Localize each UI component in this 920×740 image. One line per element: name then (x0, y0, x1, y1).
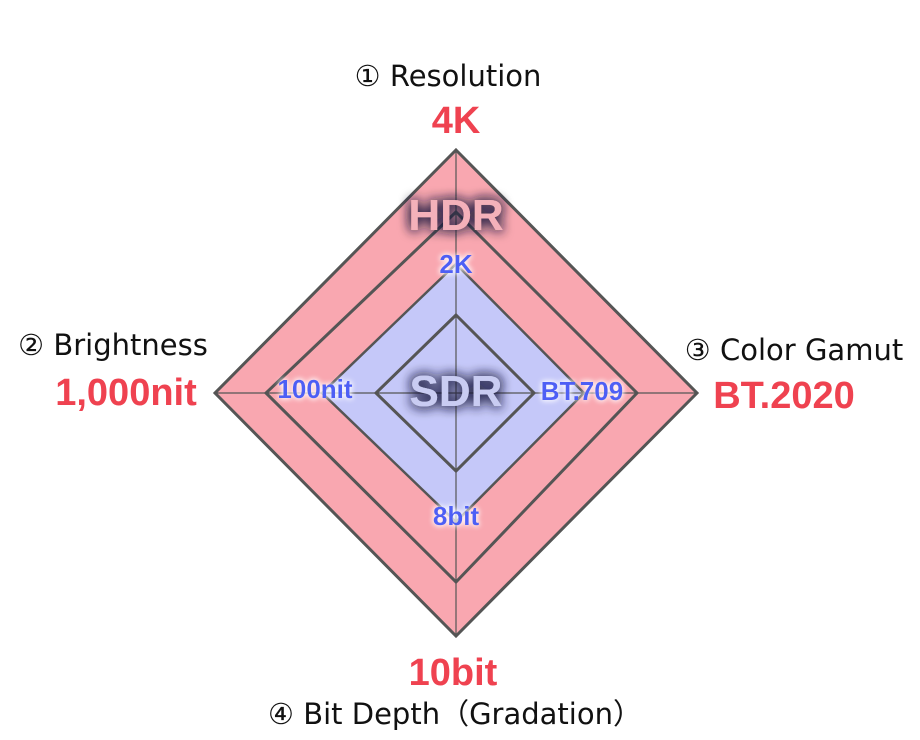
sdr-bit-depth-value: 8bit (433, 501, 480, 531)
brightness-axis-title: ② Brightness (18, 328, 208, 362)
sdr-brightness-value: 100nit (277, 374, 352, 404)
sdr-badge: SDR (410, 367, 503, 416)
hdr-bit-depth-value: 10bit (409, 652, 498, 694)
color-gamut-axis-title: ③ Color Gamut (685, 333, 903, 367)
hdr-brightness-value: 1,000nit (55, 372, 197, 414)
sdr-resolution-value: 2K (439, 249, 472, 279)
hdr-resolution-value: 4K (432, 100, 481, 142)
sdr-color-gamut-value: BT.709 (541, 376, 623, 406)
resolution-axis-title: ① Resolution (355, 59, 542, 93)
hdr-badge: HDR (408, 191, 503, 240)
hdr-color-gamut-value: BT.2020 (713, 375, 855, 417)
bit-depth-axis-title: ④ Bit Depth（Gradation） (268, 697, 642, 731)
